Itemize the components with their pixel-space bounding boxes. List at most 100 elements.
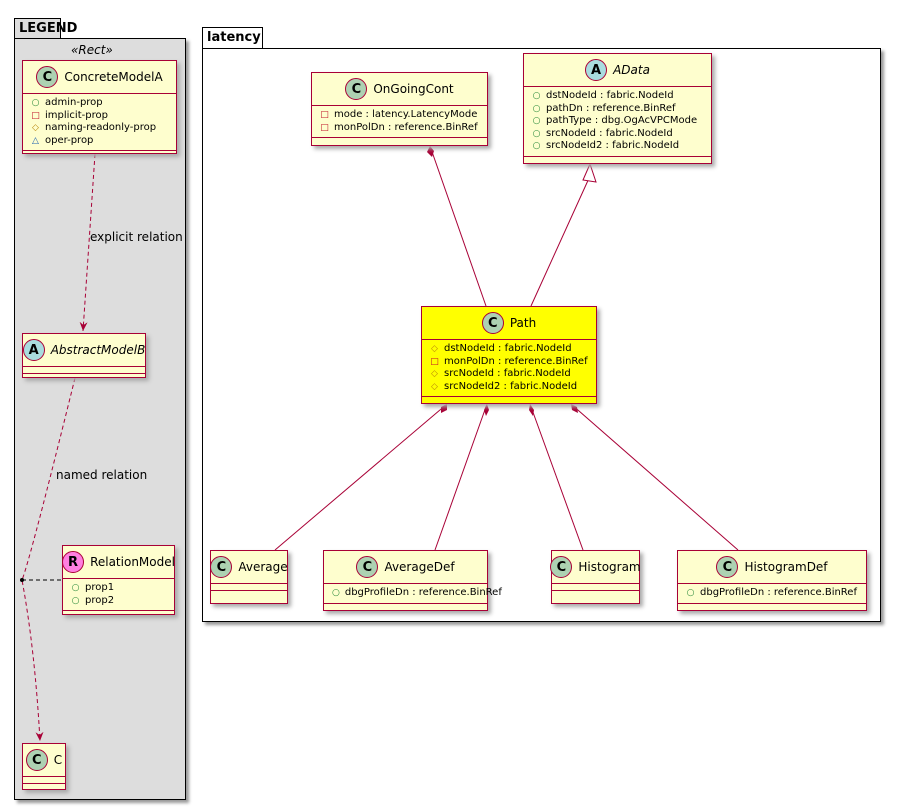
visibility-icon: ○ [532,103,541,114]
attribute: ◇srcNodeId : fabric.NodeId [430,368,596,381]
attribute: ◇dstNodeId : fabric.NodeId [430,343,596,356]
class-name: AverageDef [384,560,455,574]
class-icon: C [345,78,368,100]
attribute-text: srcNodeId2 : fabric.NodeId [444,380,578,392]
attribute-list: ○ dstNodeId : fabric.NodeId ○ pathDn : refe… [524,87,711,157]
attribute-text: srcNodeId2 : fabric.NodeId [546,140,680,151]
composition-path-average [274,403,448,551]
legend-stereotype: «Rect» [71,43,113,57]
attribute-text: pathType : dbg.OgAcVPCMode [546,115,698,126]
attribute: □ monPolDn : reference.BinRef [430,356,596,369]
inheritance-path-adata [530,175,591,307]
class-name: AbstractModelB [50,343,146,357]
visibility-icon: □ [430,356,439,367]
attribute: ○srcNodeId2 : fabric.NodeId [532,140,711,153]
inheritance-triangle-icon [582,162,597,183]
attribute: ○srcNodeId : fabric.NodeId [532,128,711,141]
class-name: ConcreteModelA [64,70,163,84]
diamond-icon [441,404,447,413]
attribute: ◇ srcNodeId2 : fabric.NodeId [430,381,596,394]
class-name: Path [509,316,537,330]
class-abstractB[interactable]: A AbstractModelB [22,333,146,378]
attribute: ○dbgProfileDn : reference.BinRef [686,587,866,600]
class-header: A AbstractModelB [22,334,146,367]
explicit-relation-line [79,153,96,332]
abstract-icon: A [585,59,608,81]
named-relation-line [21,377,76,742]
visibility-icon: ◇ [32,123,39,133]
composition-ongoing-path [429,145,487,307]
attribute: ○ dstNodeId : fabric.NodeId [532,90,711,103]
class-icon: C [36,66,59,88]
legend-package [14,38,186,800]
latency-package-tab: latency [202,27,263,49]
diamond-icon [529,404,534,416]
explicit-relation-label: explicit relation [90,230,183,244]
attribute: □monPolDn : reference.BinRef [320,122,487,135]
abstract-icon: A [22,339,45,361]
class-name: Average [238,560,288,574]
attribute-text: pathDn : reference.BinRef [546,102,676,114]
visibility-icon: □ [31,110,40,121]
attribute: ◇ naming-readonly-prop [31,122,176,135]
class-icon: C [25,749,48,771]
attribute-list: ○prop1○prop2 [63,579,174,611]
named-relation-label: named relation [56,468,148,482]
visibility-icon: □ [320,122,329,133]
class-name: C [53,753,63,767]
attribute-text: implicit-prop [45,109,108,121]
attribute: △oper-prop [31,135,176,148]
attribute-text: naming-readonly-prop [45,122,157,133]
visibility-icon: ◇ [431,381,438,392]
attribute-list: ◇dstNodeId : fabric.NodeId□monPolDn : re… [422,340,596,397]
class-averagedef[interactable]: C AverageDef ○dbgProfileDn : reference.Bin… [323,550,502,611]
attribute-list [211,584,287,591]
attribute-text: dstNodeId : fabric.NodeId [444,343,572,354]
attribute-text: mode : latency.LatencyMode [334,109,478,120]
legend-package-tab: LEGEND [14,18,77,39]
attribute: □ implicit-prop [31,110,176,123]
attribute: ○ pathType : dbg.OgAcVPCMode [532,115,711,128]
attribute-list: ○dbgProfileDn : reference.BinRef [678,584,866,604]
attribute-text: prop2 [85,594,115,606]
attribute: ○prop1 [71,582,174,595]
class-icon: C [481,312,504,334]
class-icon: C [356,556,379,578]
class-concrete[interactable]: C ConcreteModelA ○ admin-prop □ implicit-prop… [22,60,177,154]
visibility-icon: ○ [532,91,541,101]
composition-path-histogram [529,403,584,551]
diamond-icon [427,146,434,157]
composition-path-histogramdef [570,403,739,551]
visibility-icon: ○ [31,98,40,108]
attribute: ○prop2 [71,595,174,608]
attribute: ○ admin-prop [31,97,176,110]
visibility-icon: ◇ [431,369,438,379]
attribute-text: monPolDn : reference.BinRef [444,355,588,367]
visibility-icon: □ [320,110,329,120]
attribute-text: oper-prop [45,134,94,146]
visibility-icon: ○ [71,583,80,593]
visibility-icon: ○ [532,128,541,139]
visibility-icon: ○ [532,116,541,126]
attribute-list: ○dbgProfileDn : reference.BinRef [324,584,502,604]
diamond-icon [484,404,489,416]
class-name: HistogramDef [744,560,828,574]
attribute-text: dstNodeId : fabric.NodeId [546,90,674,101]
attribute-list [23,367,145,374]
attribute-text: admin-prop [45,97,103,108]
composition-path-averagedef [434,403,488,551]
